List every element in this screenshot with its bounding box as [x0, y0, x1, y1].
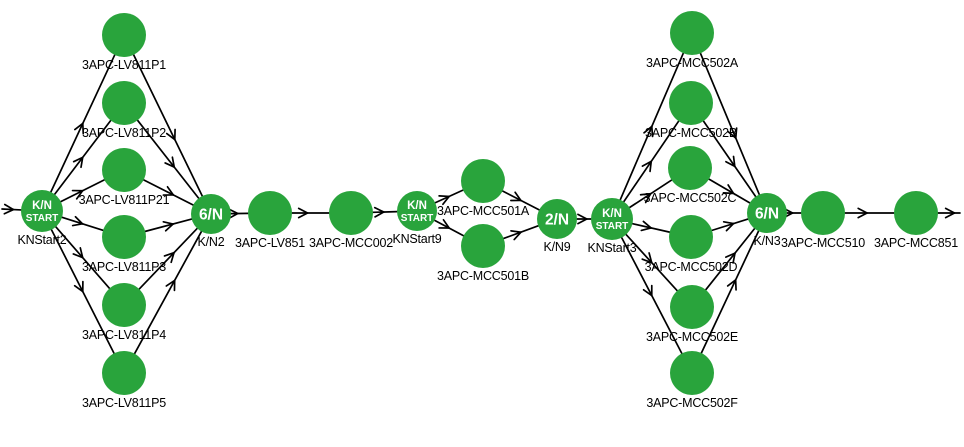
node-knstart2[interactable]: [21, 190, 63, 232]
node-mcc502e[interactable]: [670, 285, 714, 329]
node-knstart3[interactable]: [591, 198, 633, 240]
node-mcc501a[interactable]: [461, 159, 505, 203]
node-lv811p21[interactable]: [102, 148, 146, 192]
node-label-lv811p21: 3APC-LV811P21: [78, 193, 170, 207]
node-label-mcc502f: 3APC-MCC502F: [646, 396, 738, 410]
node-lv811p3[interactable]: [102, 215, 146, 259]
node-label-lv851: 3APC-LV851: [234, 236, 306, 250]
node-mcc502f[interactable]: [670, 351, 714, 395]
node-kn2[interactable]: [191, 194, 231, 234]
node-label-mcc002: 3APC-MCC002: [309, 236, 393, 250]
node-label-knstart3: KNStart3: [587, 241, 637, 255]
node-mcc510[interactable]: [801, 191, 845, 235]
node-label-mcc502e: 3APC-MCC502E: [645, 330, 739, 344]
node-label-lv811p2: 3APC-LV811P2: [82, 126, 166, 140]
node-knstart9[interactable]: [397, 191, 437, 231]
node-mcc502b[interactable]: [669, 81, 713, 125]
node-label-kn9: K/N9: [543, 240, 571, 254]
node-label-lv811p4: 3APC-LV811P4: [82, 328, 166, 342]
node-kn3[interactable]: [747, 193, 787, 233]
node-mcc851[interactable]: [894, 191, 938, 235]
node-label-lv811p3: 3APC-LV811P3: [82, 260, 166, 274]
node-label-knstart2: KNStart2: [17, 233, 67, 247]
node-label-mcc502c: 3APC-MCC502C: [643, 191, 737, 205]
node-label-kn3: K/N3: [753, 234, 781, 248]
node-label-mcc502a: 3APC-MCC502A: [645, 56, 739, 70]
node-label-kn2: K/N2: [197, 235, 225, 249]
node-label-mcc502b: 3APC-MCC502B: [644, 126, 738, 140]
node-label-mcc510: 3APC-MCC510: [781, 236, 865, 250]
node-label-mcc502d: 3APC-MCC502D: [644, 260, 738, 274]
node-lv811p5[interactable]: [102, 351, 146, 395]
node-mcc502a[interactable]: [670, 11, 714, 55]
node-lv811p4[interactable]: [102, 283, 146, 327]
node-label-lv811p1: 3APC-LV811P1: [82, 58, 166, 72]
node-mcc502d[interactable]: [669, 215, 713, 259]
node-label-mcc501b: 3APC-MCC501B: [436, 269, 530, 283]
node-mcc002[interactable]: [329, 191, 373, 235]
node-label-knstart9: KNStart9: [392, 232, 442, 246]
node-mcc502c[interactable]: [668, 146, 712, 190]
node-mcc501b[interactable]: [461, 224, 505, 268]
node-lv811p2[interactable]: [102, 81, 146, 125]
node-lv811p1[interactable]: [102, 13, 146, 57]
node-label-lv811p5: 3APC-LV811P5: [82, 396, 166, 410]
node-label-mcc851: 3APC-MCC851: [874, 236, 958, 250]
node-lv851[interactable]: [248, 191, 292, 235]
node-kn9[interactable]: [537, 199, 577, 239]
